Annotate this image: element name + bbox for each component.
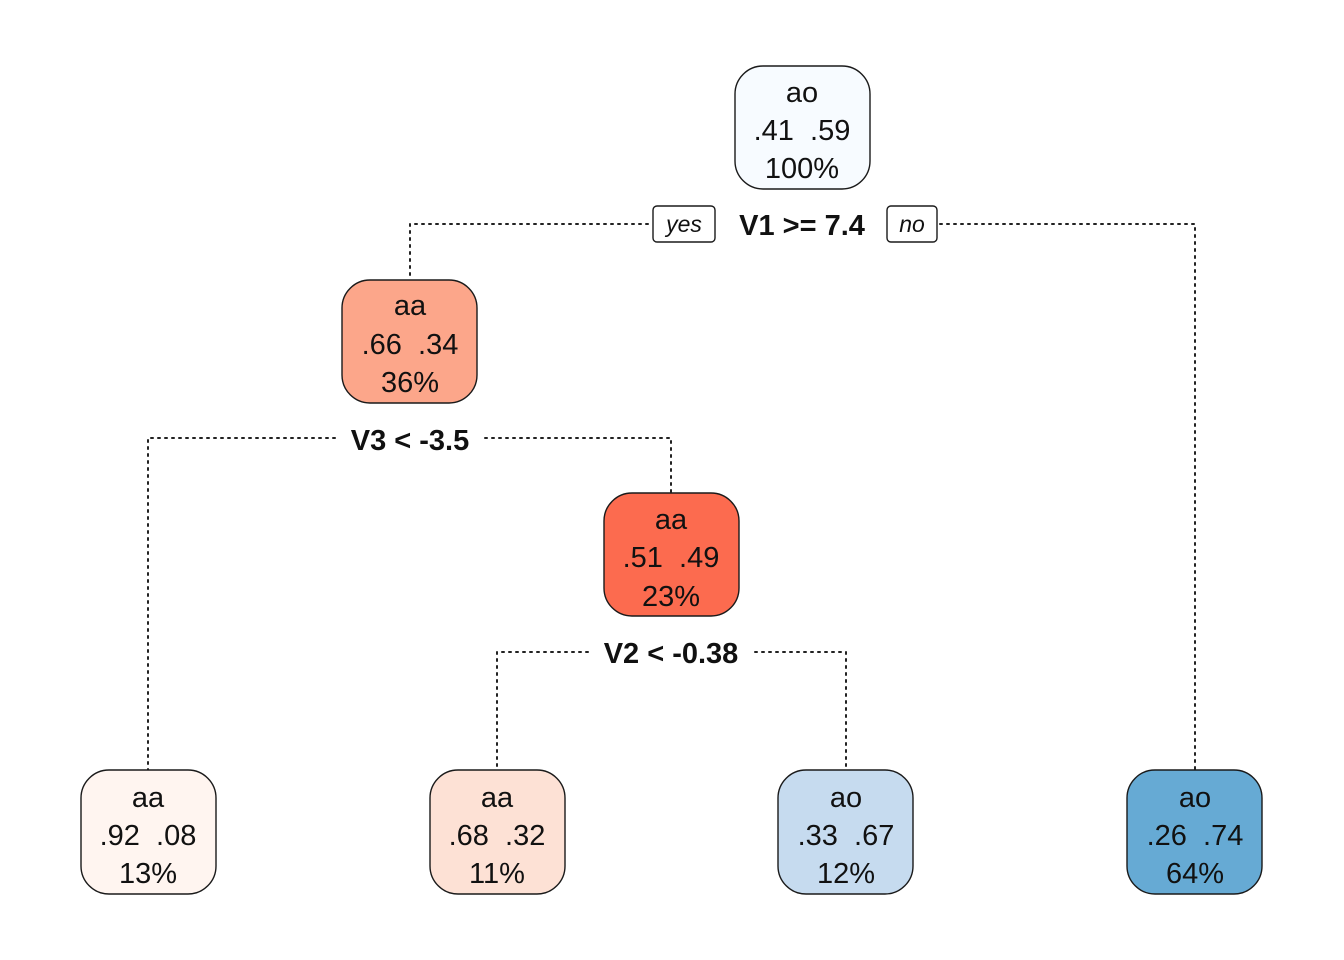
node-probabilities: .33 .67 [798,820,895,852]
edge-n3-left [496,651,589,771]
tree-node-box [429,769,566,895]
branch-tag-yes: yes [652,205,716,243]
tree-leaf-6: ao .33 .67 12% [777,769,914,895]
tree-node-root: ao .41 .59 100% [734,65,871,190]
node-class-label: aa [481,782,514,814]
edge-root-left [409,223,649,281]
node-probabilities: .92 .08 [100,820,197,852]
node-class-label: aa [394,290,427,322]
split-label-v2: V2 < -0.38 [604,638,739,670]
node-percentage: 12% [817,858,875,890]
split-label-v3: V3 < -3.5 [351,425,470,457]
node-probabilities: .41 .59 [754,115,851,147]
node-class-label: ao [830,782,862,814]
branch-tag-yes-label: yes [664,211,702,237]
edge-n2-left [147,437,336,771]
node-percentage: 64% [1166,858,1224,890]
node-class-label: ao [1179,782,1211,814]
tree-leaf-7: ao .26 .74 64% [1126,769,1263,895]
tree-node-box [734,65,871,190]
tree-node-3: aa .51 .49 23% [603,492,740,617]
node-probabilities: .51 .49 [623,542,720,574]
node-percentage: 13% [119,858,177,890]
node-percentage: 11% [469,858,525,890]
node-probabilities: .66 .34 [362,329,459,361]
edge-root-right [939,223,1196,771]
tree-node-box [341,279,478,404]
tree-node-2: aa .66 .34 36% [341,279,478,404]
node-percentage: 36% [381,367,439,399]
split-label-root: V1 >= 7.4 [739,210,865,242]
edge-n3-right [754,651,847,771]
tree-edges [147,223,1196,771]
node-class-label: aa [655,504,688,536]
branch-tag-no: no [886,205,938,243]
branch-tag-no-label: no [899,211,925,237]
branch-tag-yes-box [652,205,716,243]
node-probabilities: .68 .32 [449,820,546,852]
tree-leaf-5: aa .68 .32 11% [429,769,566,895]
tree-node-box [1126,769,1263,895]
node-class-label: aa [132,782,165,814]
tree-node-box [777,769,914,895]
node-percentage: 100% [765,153,839,185]
branch-tag-no-box [886,205,938,243]
tree-node-box [603,492,740,617]
edge-n2-right [484,437,672,494]
node-class-label: ao [786,77,818,109]
node-percentage: 23% [642,581,700,613]
tree-leaf-4: aa .92 .08 13% [80,769,217,895]
node-probabilities: .26 .74 [1147,820,1244,852]
tree-node-box [80,769,217,895]
